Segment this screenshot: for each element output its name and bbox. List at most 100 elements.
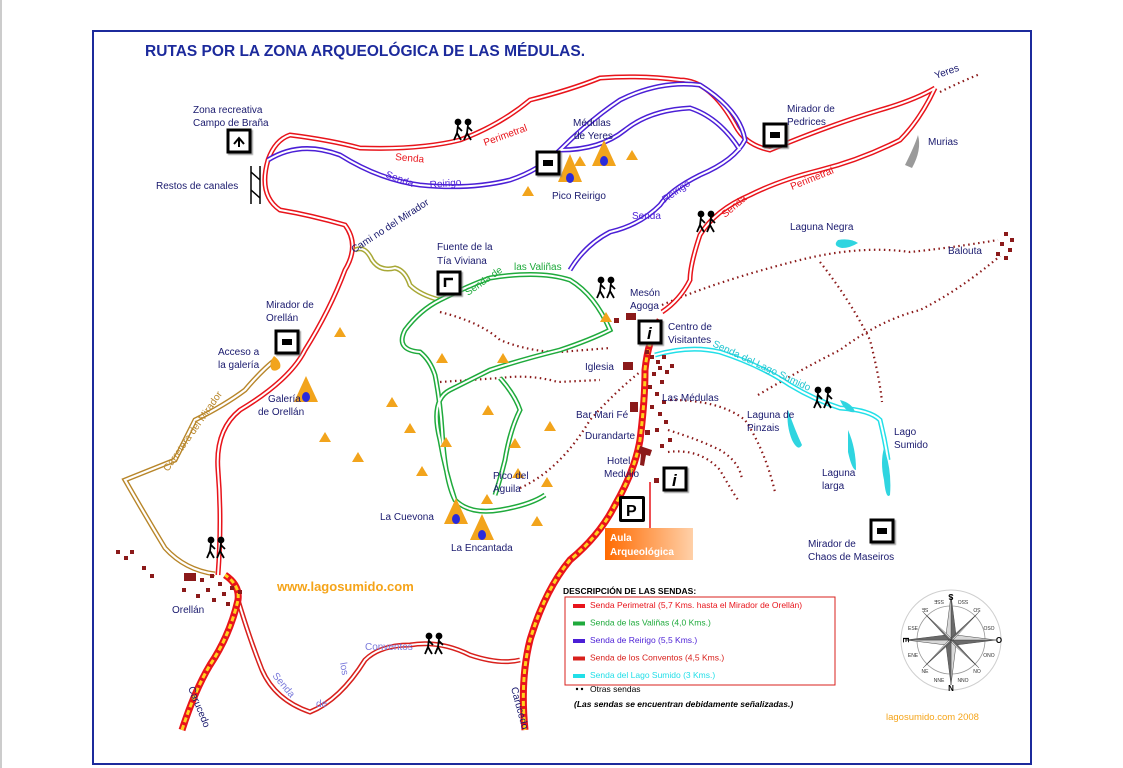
website-text[interactable]: www.lagosumido.com [276, 579, 414, 594]
label-laguna-larga-1: Laguna [822, 468, 856, 479]
label-mirador-orellan-2: Orellán [266, 313, 298, 324]
svg-text:i: i [672, 471, 678, 490]
label-centro-2: Visitantes [668, 335, 711, 346]
legend-title: DESCRIPCIÓN DE LAS SENDAS: [563, 585, 696, 596]
murias-rock [905, 135, 920, 168]
mirador-pedrices-icon[interactable] [762, 122, 788, 148]
legend-swatch [573, 656, 585, 661]
fuente-icon[interactable] [436, 270, 462, 296]
legend-box [564, 596, 836, 686]
canales-icon [250, 166, 261, 204]
legend-item-label: Senda Perimetral (5,7 Kms. hasta el Mira… [590, 600, 802, 610]
label-restos-canales: Restos de canales [156, 181, 238, 192]
lakes [787, 239, 891, 496]
compass-ene: ENE [908, 653, 919, 659]
label-senda-reirigo2-senda: Senda [632, 211, 661, 222]
label-bar-mari-fe: Bar Mari Fé [576, 410, 629, 421]
info-centro-visitantes-icon[interactable]: i [637, 319, 663, 345]
mirador-campo-brana-icon[interactable] [226, 128, 252, 154]
aula-label-1: Aula [610, 533, 632, 544]
senda-de-las-valinas [399, 271, 614, 514]
label-meson-2: Agoga [630, 301, 659, 312]
main-road [178, 318, 664, 732]
info-hotel-icon[interactable]: i [662, 466, 688, 492]
label-meson-1: Mesón [630, 288, 660, 299]
aula-box[interactable] [605, 528, 693, 560]
senda-de-los-conventos [235, 599, 521, 715]
credit-text: lagosumido.com 2008 [886, 712, 979, 723]
compass-o: O [996, 636, 1002, 645]
compass-se: SE [921, 606, 928, 612]
label-las-medulas: Las Médulas [662, 393, 719, 404]
label-senda-valinas-2: las Valiñas [514, 262, 562, 273]
legend-note: (Las sendas se encuentran debidamente se… [574, 699, 793, 709]
legend-swatch [573, 639, 585, 643]
peaks [319, 150, 638, 526]
legend-other: Otras sendas [575, 684, 641, 694]
label-senda-perimetral-senda: Senda [395, 152, 425, 166]
label-pico-reirigo: Pico Reirigo [552, 191, 606, 202]
label-mirador-pedrices-2: Pedrices [787, 117, 826, 128]
label-mirador-pedrices-1: Mirador de [787, 104, 835, 115]
compass-so: SO [973, 606, 980, 612]
compass-oso: OSO [983, 626, 994, 632]
label-galeria-1: Galería [268, 394, 301, 405]
legend-swatch [573, 674, 585, 678]
legend-other-label: Otras sendas [590, 684, 641, 694]
label-mirador-chaos-1: Mirador de [808, 539, 856, 550]
compass-nno: NNO [957, 678, 968, 684]
legend-item-label: Senda de los Conventos (4,5 Kms.) [590, 653, 724, 663]
hikers-icons [206, 118, 833, 655]
senda-perimetral [215, 74, 938, 576]
mirador-chaos-icon[interactable] [869, 518, 895, 544]
label-conventos-los: los [337, 662, 350, 677]
label-laguna-negra: Laguna Negra [790, 222, 854, 233]
label-conventos-1: Conventos [365, 642, 413, 653]
mirador-yeres-icon[interactable] [535, 150, 561, 176]
label-galeria-2: de Orellán [258, 407, 304, 418]
label-medulas-yeres-1: Médulas [573, 118, 611, 129]
place-labels: Zona recreativa Campo de Braña Restos de… [156, 63, 982, 731]
label-durandarte: Durandarte [585, 431, 635, 442]
label-medulas-yeres-2: de Yeres [574, 131, 613, 142]
carretera-del-mirador [121, 358, 277, 577]
svg-text:P: P [626, 503, 637, 520]
label-iglesia: Iglesia [585, 362, 614, 373]
legend-item-label: Senda de las Valiñas (4,0 Kms.) [590, 618, 711, 628]
camino-del-mirador [353, 246, 441, 303]
villages [116, 232, 1014, 606]
mirador-orellan-icon[interactable] [274, 329, 300, 355]
senda-del-lago-sumido [654, 346, 891, 461]
label-mirador-chaos-2: Chaos de Maseiros [808, 552, 894, 563]
compass-rose: S N E O SE SO NE NO SSE SSO NNE NNO ESE … [900, 589, 1002, 693]
legend-item-label: Senda del Lago Sumido (3 Kms.) [590, 670, 715, 680]
label-laguna-pinzais-1: Laguna de [747, 410, 795, 421]
legend-item-label: Senda de Reirigo (5,5 Kms.) [590, 635, 697, 645]
label-murias: Murias [928, 137, 958, 148]
label-la-encantada: La Encantada [451, 543, 513, 554]
label-hotel-2: Medulio [604, 469, 639, 480]
label-balouta: Balouta [948, 246, 982, 257]
label-pico-aguila-1: Pico del [493, 471, 529, 482]
map-title: RUTAS POR LA ZONA ARQUEOLÓGICA DE LAS MÉ… [145, 42, 585, 60]
legend: DESCRIPCIÓN DE LAS SENDAS: Senda Perimet… [563, 585, 836, 709]
compass-nne: NNE [934, 678, 945, 684]
parking-icon[interactable]: P [619, 496, 645, 522]
label-orellan: Orellán [172, 605, 204, 616]
label-zona-recreativa-2: Campo de Braña [193, 118, 269, 129]
cave-peaks [270, 140, 616, 540]
label-acceso-2: la galería [218, 360, 260, 371]
senda-de-reirigo [266, 81, 748, 272]
label-laguna-pinzais-2: Pinzais [747, 423, 779, 434]
label-lago-sumido-2: Sumido [894, 440, 928, 451]
label-acceso-1: Acceso a [218, 347, 260, 358]
label-senda-reirigo-name: Reirigo [429, 177, 462, 191]
legend-swatch [573, 621, 585, 626]
compass-sso: SSO [958, 598, 969, 604]
label-pico-aguila-2: Águila [493, 482, 521, 495]
label-hotel-1: Hotel [607, 456, 630, 467]
compass-n: N [948, 684, 954, 693]
label-conventos-de: de [316, 699, 328, 710]
label-zona-recreativa-1: Zona recreativa [193, 105, 263, 116]
